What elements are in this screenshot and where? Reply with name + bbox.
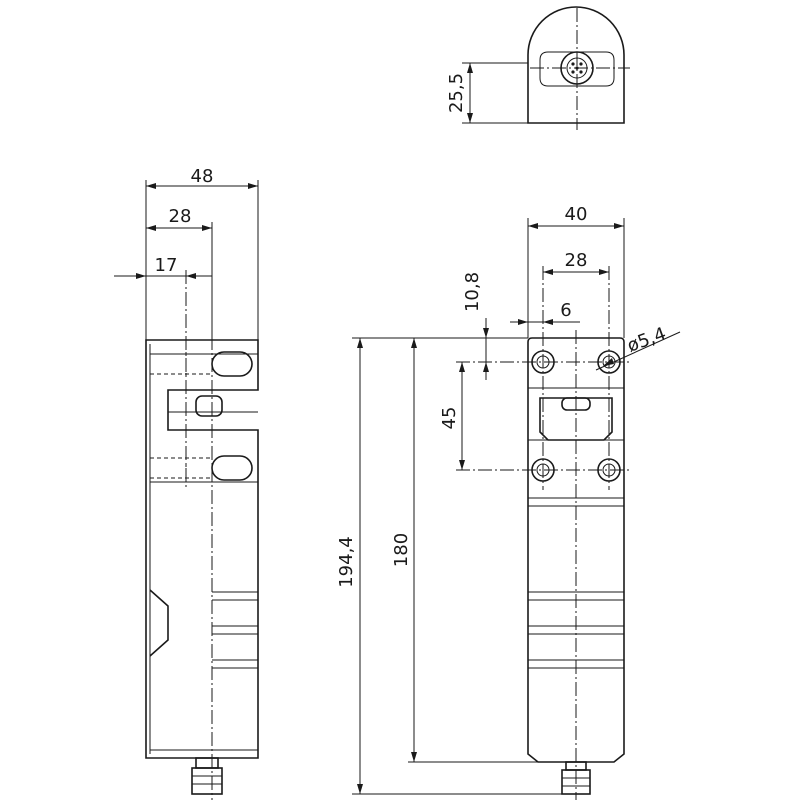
connector-pin — [571, 62, 575, 66]
top-view-outline — [527, 6, 625, 124]
dim-arrow — [599, 269, 609, 275]
side-indent — [149, 589, 169, 657]
dim-arrow — [467, 113, 473, 123]
dim-arrow — [459, 362, 465, 372]
dim-arrow — [543, 269, 553, 275]
connector-pin — [579, 70, 583, 74]
dim-arrow — [411, 752, 417, 762]
dim-arrow — [483, 328, 489, 338]
connector-base — [195, 757, 219, 769]
dim-label-hole-vertical: 45 — [439, 407, 460, 430]
dim-arrow — [603, 358, 614, 366]
dim-arrow — [483, 362, 489, 372]
mounting-slot — [211, 455, 253, 481]
dim-label-width-28: 28 — [169, 206, 192, 227]
dim-arrow — [543, 319, 553, 325]
dim-label-hole-diameter: ø5,4 — [625, 323, 669, 356]
dim-label-offset-6: 6 — [560, 300, 571, 321]
dim-label-width-40: 40 — [565, 204, 588, 225]
front-view-outline — [527, 337, 625, 763]
dim-arrow — [186, 273, 196, 279]
dim-arrow — [202, 225, 212, 231]
dim-arrow — [357, 784, 363, 794]
actuator-head — [195, 395, 223, 417]
dim-arrow — [136, 273, 146, 279]
mounting-slot — [211, 351, 253, 377]
dim-arrow — [459, 460, 465, 470]
dim-label-height-top: 25,5 — [446, 73, 467, 113]
dim-arrow — [411, 338, 417, 348]
dim-arrow — [614, 223, 624, 229]
dim-label-body-height: 180 — [391, 533, 412, 567]
dim-arrow — [467, 63, 473, 73]
dim-arrow — [357, 338, 363, 348]
dim-label-width-48: 48 — [191, 166, 214, 187]
top-view: 25,5 — [446, 6, 630, 130]
side-view: 48 28 17 — [114, 166, 259, 800]
dim-label-top-offset: 10,8 — [462, 272, 483, 312]
dim-arrow — [518, 319, 528, 325]
dim-arrow — [146, 225, 156, 231]
dim-arrow — [248, 183, 258, 189]
dim-arrow — [528, 223, 538, 229]
connector-pin — [571, 70, 575, 74]
side-view-outline — [145, 339, 259, 759]
dim-label-hole-spacing: 28 — [565, 250, 588, 271]
front-view: 40 28 6 10,8 45 ø5,4 194,4 — [336, 204, 681, 800]
actuator-window — [539, 397, 613, 441]
dim-label-width-17: 17 — [155, 255, 178, 276]
dim-arrow — [146, 183, 156, 189]
dim-label-overall-height: 194,4 — [336, 536, 357, 588]
top-view-flange — [539, 51, 615, 87]
connector-nut — [191, 767, 223, 795]
connector-pin — [579, 62, 583, 66]
